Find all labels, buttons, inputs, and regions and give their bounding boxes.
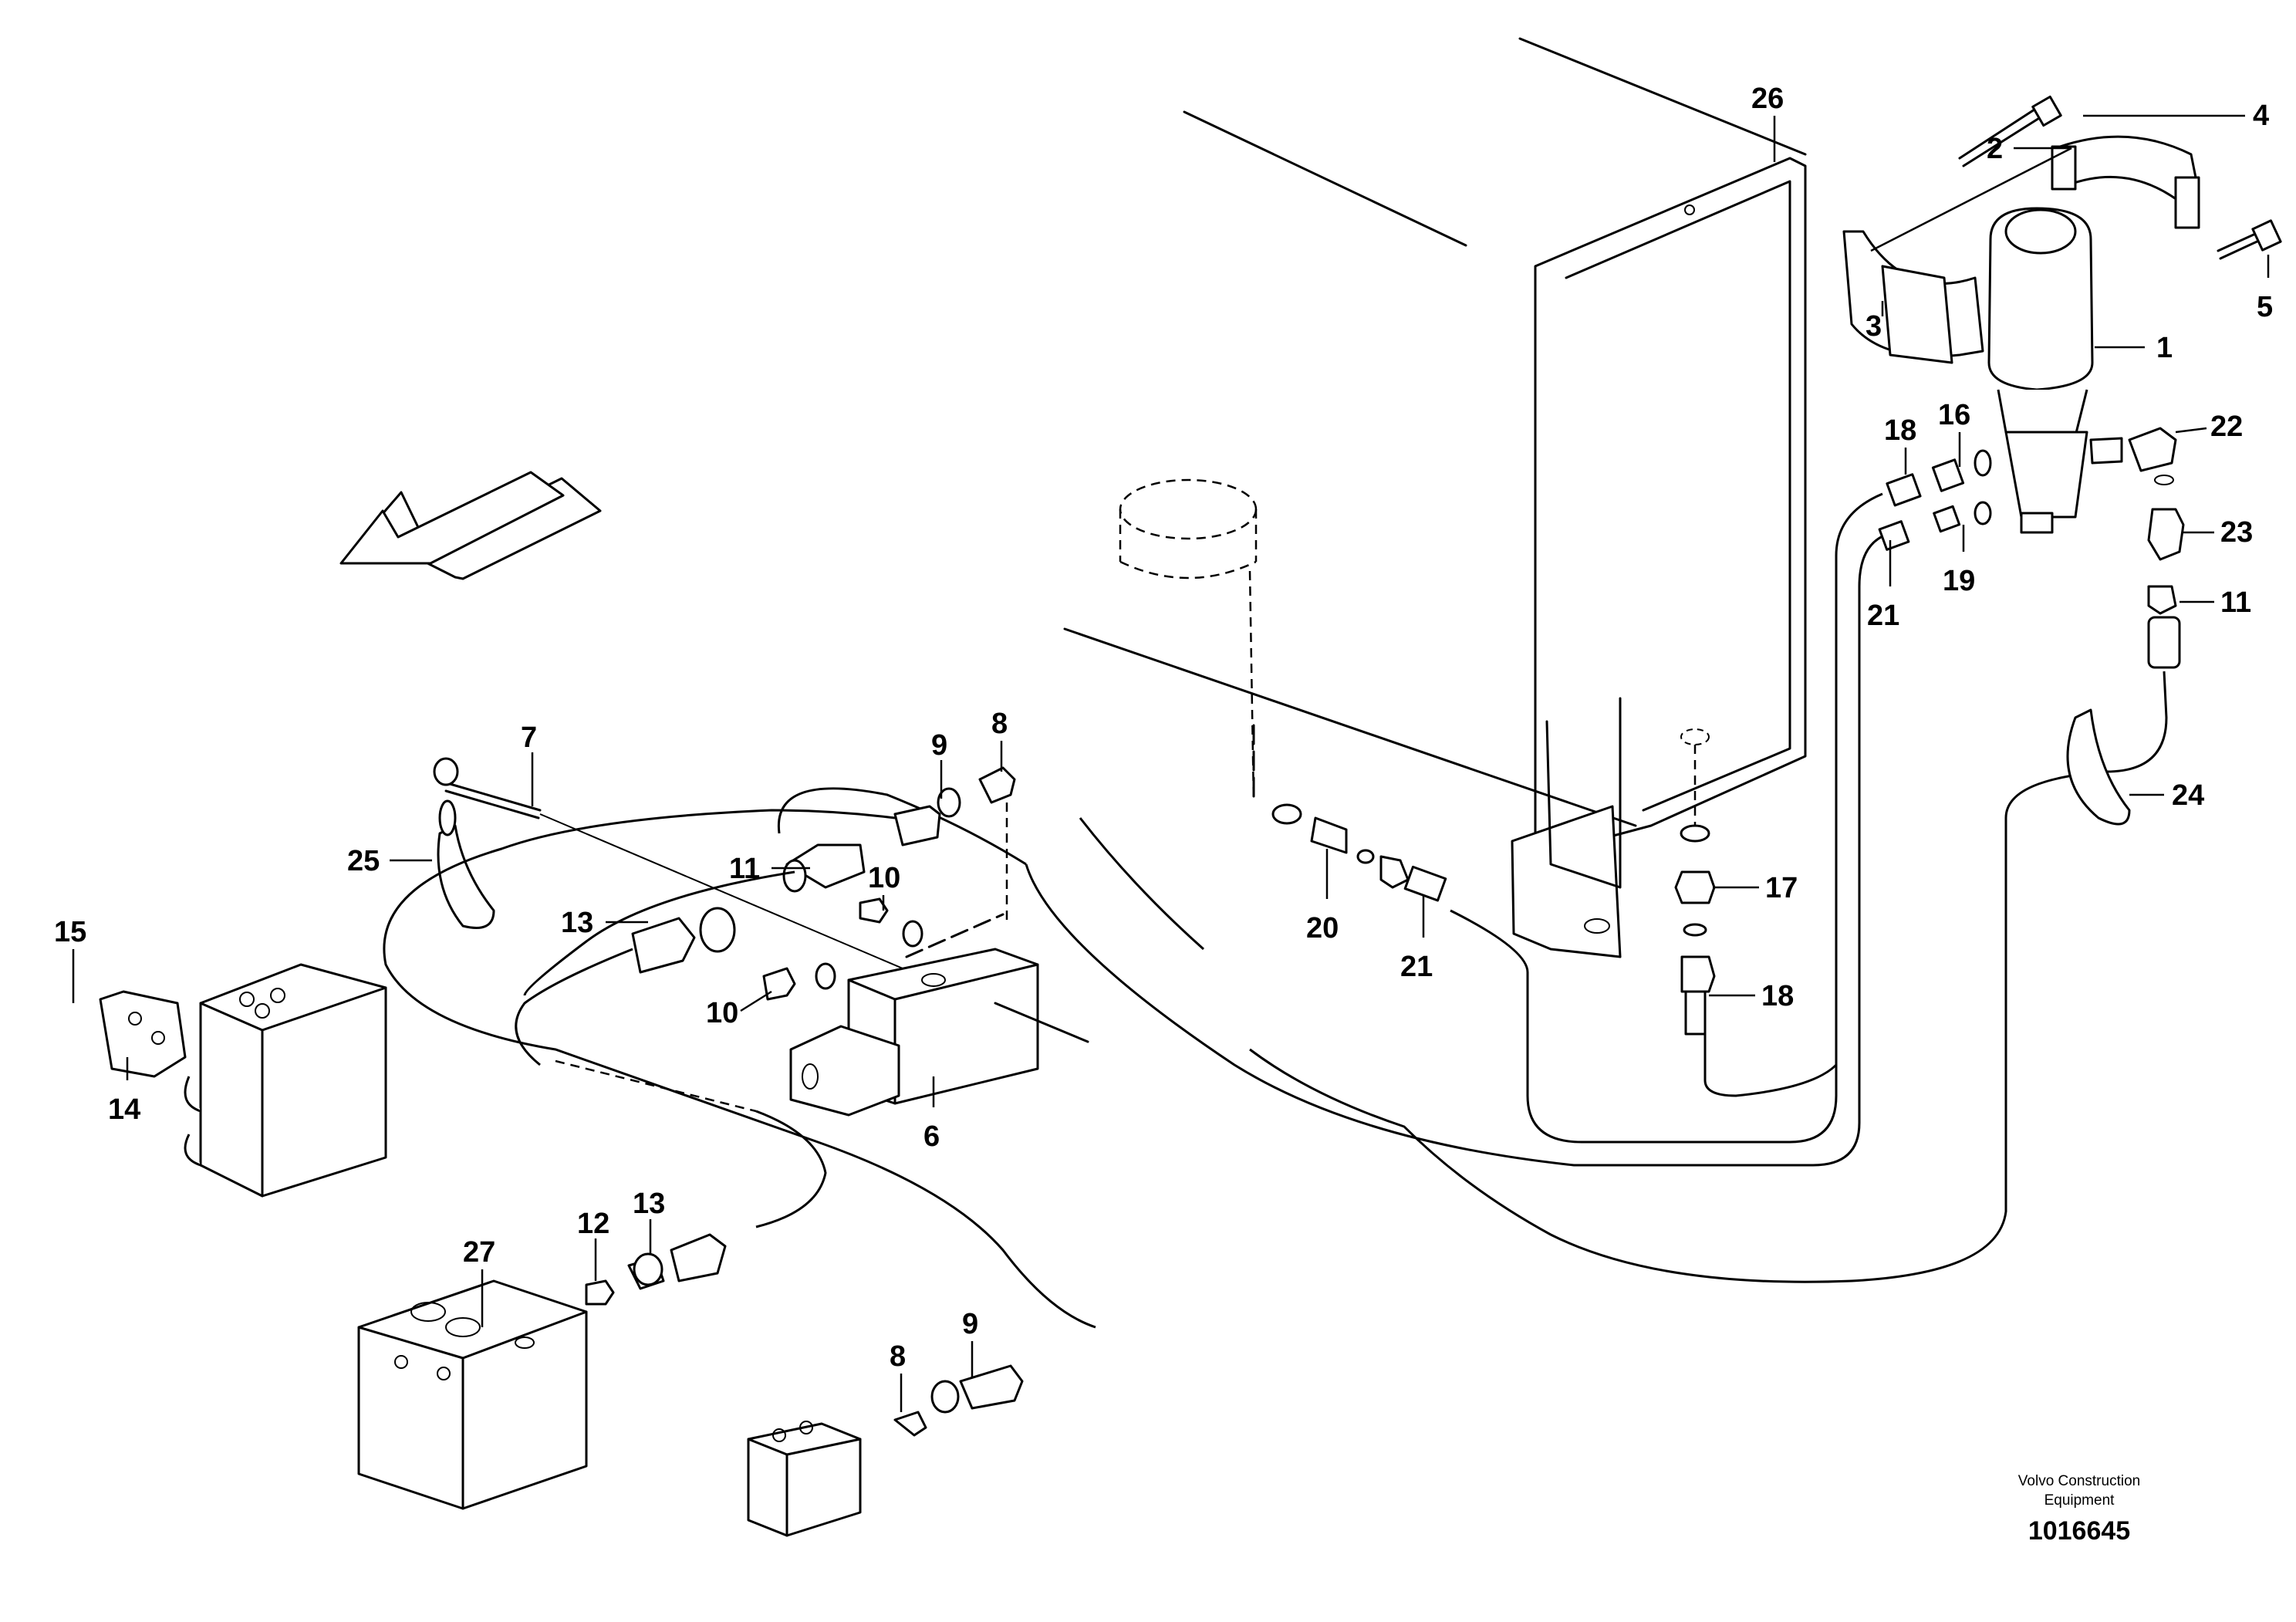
- callout-7: 7: [521, 721, 537, 754]
- callout-12: 12: [577, 1208, 609, 1240]
- callout-21-upper: 21: [1867, 600, 1899, 632]
- valve-block-6: [789, 948, 1089, 1117]
- tank-assembly: [1063, 37, 1807, 958]
- direction-arrow-icon: [339, 471, 602, 580]
- callout-24: 24: [2172, 779, 2204, 812]
- callout-19: 19: [1943, 565, 1975, 597]
- callout-18-upper: 18: [1884, 414, 1916, 447]
- callout-8-lower: 8: [890, 1340, 906, 1373]
- brand-line-1: Volvo Construction: [2018, 1473, 2140, 1489]
- callout-2: 2: [1987, 133, 2003, 165]
- callout-9-upper: 9: [931, 729, 947, 762]
- hose-tie-25: [437, 799, 495, 929]
- callout-3: 3: [1866, 310, 1882, 343]
- accumulator-1: [1987, 207, 2123, 534]
- hoses: [777, 492, 2168, 1283]
- brand-line-2: Equipment: [2044, 1492, 2115, 1509]
- callout-13-lower: 13: [633, 1188, 665, 1220]
- hose-tie-24: [2066, 708, 2131, 826]
- callout-11-upper: 11: [2220, 586, 2251, 619]
- callout-4: 4: [2253, 100, 2269, 132]
- callout-14: 14: [108, 1093, 140, 1126]
- callout-15: 15: [54, 916, 86, 948]
- callout-6: 6: [923, 1120, 940, 1153]
- callout-18-lower: 18: [1761, 980, 1794, 1012]
- drawing-code: 1016645: [2028, 1516, 2130, 1546]
- bracket-clamp: [1842, 135, 2200, 364]
- fittings-mid: [1271, 728, 1716, 1036]
- callout-16: 16: [1938, 399, 1970, 431]
- valve-block-14: [99, 963, 387, 1198]
- callout-13-upper: 13: [561, 907, 593, 939]
- callout-23: 23: [2220, 516, 2253, 549]
- callout-1: 1: [2156, 332, 2173, 364]
- callouts: 26 2 4 5 1 3 22 18 16 23 21 19 11 24 17 …: [54, 83, 2273, 1412]
- callout-26: 26: [1751, 83, 1784, 115]
- callout-21-lower: 21: [1400, 951, 1433, 983]
- callout-22: 22: [2210, 411, 2243, 443]
- bolt-5: [2217, 219, 2282, 260]
- valve-block-27: [357, 1233, 727, 1510]
- footer: Volvo Construction Equipment 1016645: [2018, 1473, 2140, 1546]
- callout-10-lower: 10: [706, 997, 738, 1029]
- callout-8-upper: 8: [991, 708, 1008, 740]
- bolt-7: [433, 757, 903, 969]
- callout-9-lower: 9: [962, 1308, 978, 1340]
- callout-20: 20: [1306, 912, 1339, 944]
- callout-11-left: 11: [729, 853, 760, 885]
- hose-loops-left: [383, 809, 1204, 1329]
- bolt-4: [1958, 95, 2062, 167]
- callout-17: 17: [1765, 872, 1798, 904]
- filler-cylinder-outline: [1119, 478, 1258, 804]
- fittings-left-upper: [631, 766, 1016, 1001]
- callout-25: 25: [347, 845, 380, 877]
- callout-5: 5: [2257, 291, 2273, 323]
- callout-10-upper: 10: [868, 862, 900, 894]
- fittings-right-upper: [1878, 427, 2185, 669]
- callout-27: 27: [463, 1236, 495, 1269]
- valve-block-small: [747, 1364, 1024, 1537]
